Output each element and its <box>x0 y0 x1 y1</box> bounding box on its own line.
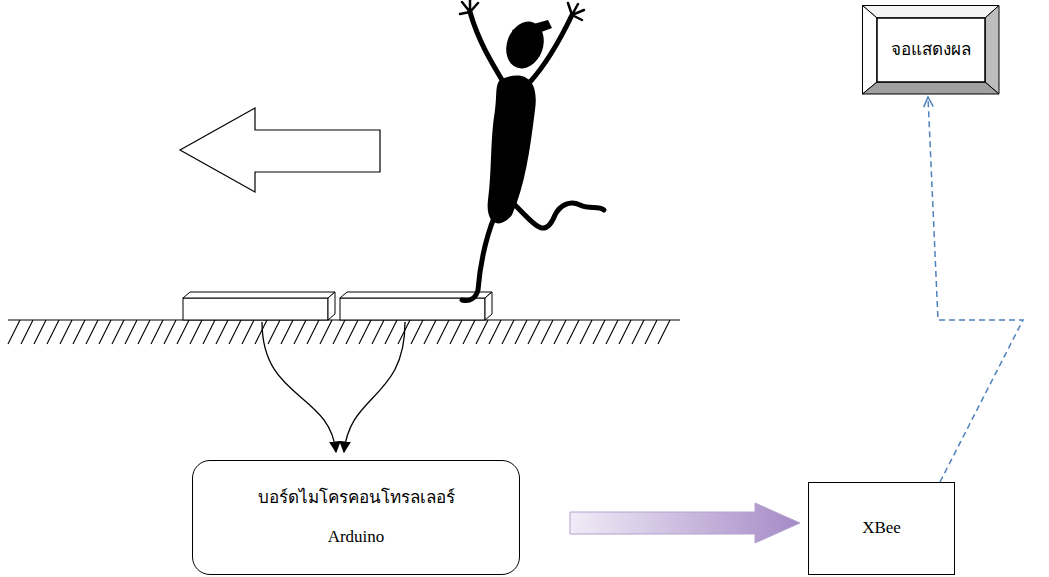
block-arrow <box>570 503 800 543</box>
text-area: บอร์ดไมโครคอนโทรลเลอร์ Arduino <box>193 461 519 574</box>
sensor-pad <box>340 292 492 320</box>
node-label: บอร์ดไมโครคอนโทรลเลอร์ <box>258 488 455 508</box>
direction-arrow <box>180 108 380 192</box>
ground-hatching <box>8 320 680 344</box>
wireless-link <box>924 97 1023 482</box>
sensor-wire <box>344 322 405 452</box>
node-label: XBee <box>862 518 901 538</box>
running-figure <box>460 0 604 301</box>
sensor-pad <box>183 292 335 320</box>
node-label: Arduino <box>328 527 385 547</box>
controller-board: บอร์ดไมโครคอนโทรลเลอร์ Arduino <box>192 460 520 575</box>
display-monitor: จอแสดงผล <box>862 5 1000 95</box>
text-area: XBee <box>809 483 954 574</box>
sensor-wire <box>262 322 336 452</box>
node-label: จอแสดงผล <box>891 40 971 60</box>
xbee-module: XBee <box>808 482 955 575</box>
text-area: จอแสดงผล <box>877 18 985 82</box>
